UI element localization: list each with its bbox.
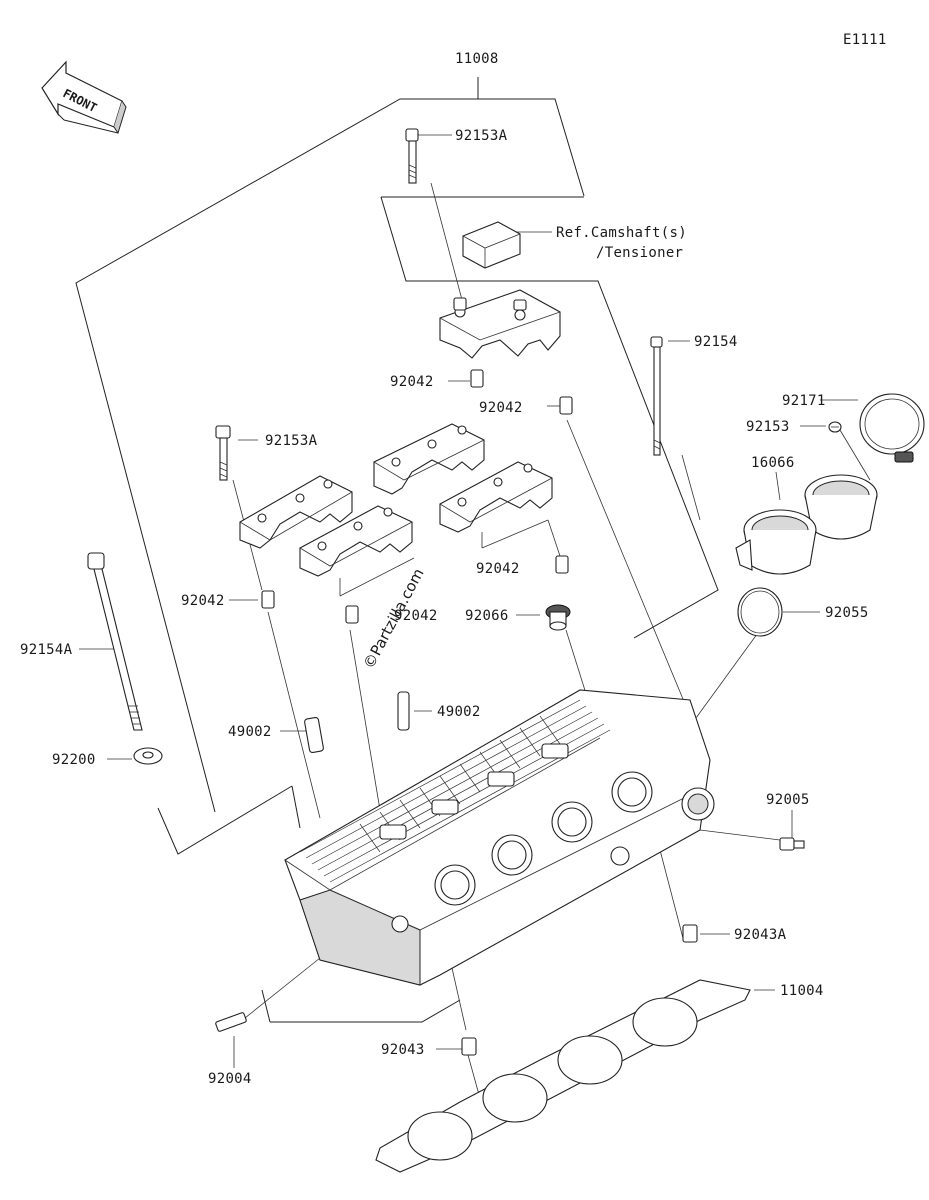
front-direction-arrow-icon: FRONT <box>41 60 127 135</box>
bolt-92153A-top <box>405 128 419 184</box>
label-92171: 92171 <box>782 393 826 409</box>
cam-cap-4 <box>439 461 553 533</box>
label-16066: 16066 <box>751 455 795 471</box>
leader-lines <box>79 134 871 1121</box>
o-ring-92055 <box>737 587 783 637</box>
reference-note-line2: /Tensioner <box>596 245 683 261</box>
label-92154A: 92154A <box>20 642 73 658</box>
label-92042-c: 92042 <box>181 593 225 609</box>
screw-92153 <box>828 421 842 433</box>
cylinder-head <box>284 689 715 986</box>
label-92042-d: 92042 <box>394 608 438 624</box>
label-92005: 92005 <box>766 792 810 808</box>
valve-guide-49002-a <box>304 716 324 754</box>
label-49002-a: 49002 <box>228 724 272 740</box>
dowel-92043 <box>461 1037 477 1056</box>
label-92042-e: 92042 <box>476 561 520 577</box>
label-11004: 11004 <box>780 983 824 999</box>
fitting-92005 <box>779 837 805 851</box>
label-92004: 92004 <box>208 1071 252 1087</box>
label-92043: 92043 <box>381 1042 425 1058</box>
label-49002-b: 49002 <box>437 704 481 720</box>
clamp-92171 <box>859 393 925 463</box>
bolt-92153A-mid <box>215 425 231 481</box>
cam-cap-1 <box>239 475 353 549</box>
assembly-outline <box>75 77 719 1023</box>
washer-92200 <box>133 747 163 765</box>
label-92042-b: 92042 <box>479 400 523 416</box>
label-92153A-top: 92153A <box>455 128 508 144</box>
head-gasket-11004 <box>375 979 751 1173</box>
label-92153: 92153 <box>746 419 790 435</box>
dowel-92042-e <box>555 555 569 574</box>
stud-92004 <box>215 1012 247 1032</box>
cam-cap-2 <box>299 505 413 577</box>
dowel-92042-a <box>470 369 484 388</box>
label-92043A: 92043A <box>734 927 787 943</box>
reference-note-line1: Ref.Camshaft(s) <box>556 225 687 241</box>
cam-cap-3 <box>373 423 485 495</box>
label-92153A-mid: 92153A <box>265 433 318 449</box>
dowel-92042-d <box>345 605 359 624</box>
label-92055: 92055 <box>825 605 869 621</box>
valve-guide-49002-b <box>397 691 410 731</box>
dowel-92042-c <box>261 590 275 609</box>
cam-cap-top <box>439 289 561 359</box>
part-labels: 11008 92153A 92154 92042 92042 92153A 92… <box>20 51 869 1087</box>
bolt-92154A <box>87 552 143 731</box>
label-92066: 92066 <box>465 608 509 624</box>
label-92200: 92200 <box>52 752 96 768</box>
camshaft-tensioner-bracket <box>462 221 521 269</box>
label-92154: 92154 <box>694 334 738 350</box>
dowel-92042-b <box>559 396 573 415</box>
diagram-code: E1111 <box>843 32 887 48</box>
label-92042-a: 92042 <box>390 374 434 390</box>
plug-92066 <box>545 604 571 631</box>
label-11008: 11008 <box>455 51 499 67</box>
holder-16066 <box>735 474 878 575</box>
bolt-92154 <box>650 336 663 456</box>
dowel-92043A <box>682 924 698 943</box>
